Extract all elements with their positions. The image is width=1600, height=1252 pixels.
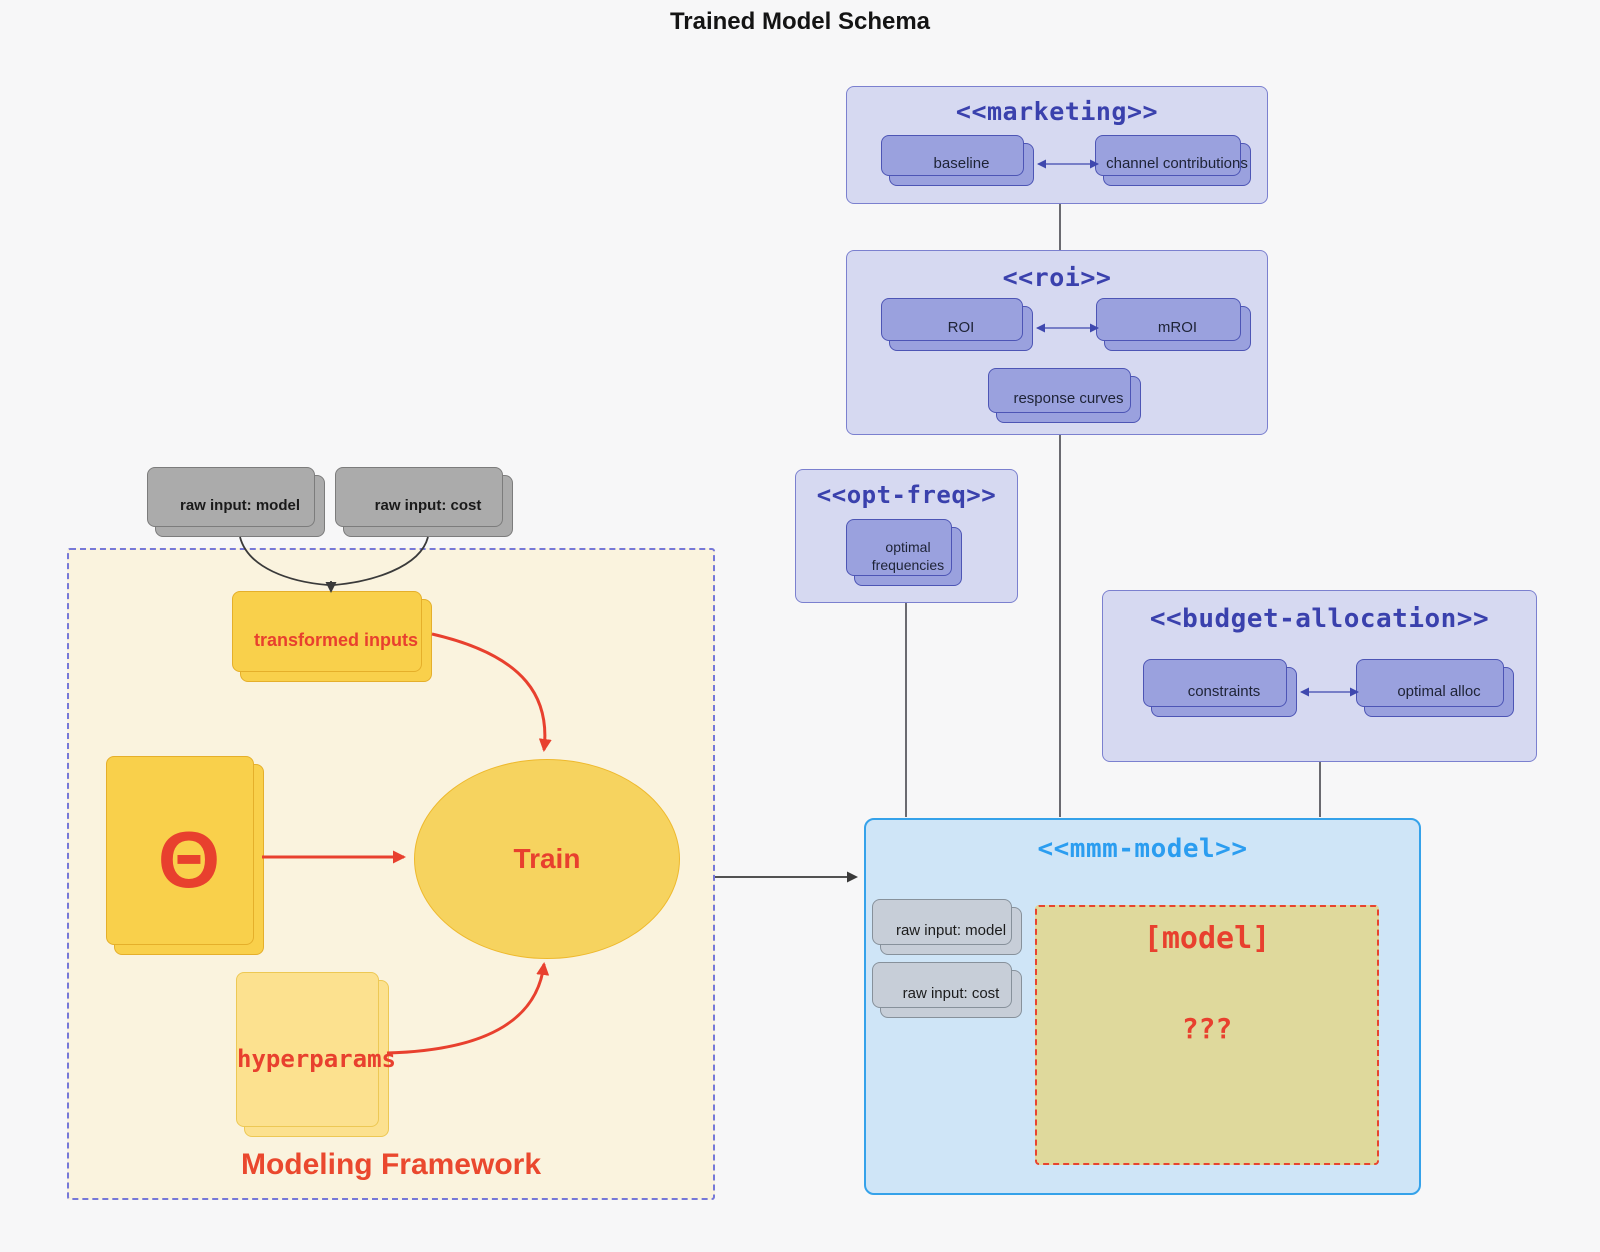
group-marketing: <<marketing>> baseline channel contribut… — [846, 86, 1268, 204]
model-placeholder-title: [model] — [1143, 921, 1271, 956]
modeling-framework-label: Modeling Framework — [240, 1148, 542, 1181]
group-marketing-title: <<marketing>> — [955, 97, 1159, 126]
node-model-placeholder: [model] ??? — [1035, 905, 1379, 1165]
node-raw-input-model: raw input: model — [147, 467, 325, 537]
node-constraints: constraints — [1143, 659, 1297, 717]
page-title: Trained Model Schema — [669, 8, 931, 35]
node-hyperparams: hyperparams — [236, 972, 396, 1137]
group-budget-allocation-title: <<budget-allocation>> — [1149, 604, 1490, 634]
group-opt-freq-title: <<opt-freq>> — [816, 481, 997, 509]
node-mroi: mROI — [1096, 298, 1251, 351]
node-theta: Θ — [106, 756, 264, 955]
group-roi: <<roi>> ROI mROI response curves — [846, 250, 1268, 435]
group-budget-allocation: <<budget-allocation>> constraints optima… — [1102, 590, 1537, 762]
node-roi: ROI — [881, 298, 1033, 351]
group-modeling-framework: transformed inputs Θ Train hyperparams M… — [67, 548, 715, 1200]
node-baseline: baseline — [881, 135, 1034, 186]
node-mmm-raw-input-cost: raw input: cost — [872, 962, 1022, 1018]
model-placeholder-body: ??? — [1181, 1012, 1233, 1045]
node-optimal-frequencies: optimal frequencies — [846, 519, 962, 586]
node-response-curves: response curves — [988, 368, 1141, 423]
node-transformed-inputs: transformed inputs — [232, 591, 432, 682]
node-optimal-alloc: optimal alloc — [1356, 659, 1514, 717]
group-mmm-model-title: <<mmm-model>> — [1037, 834, 1248, 864]
node-channel-contributions: channel contributions — [1095, 135, 1251, 186]
node-train: Train — [414, 759, 680, 959]
node-raw-input-cost: raw input: cost — [335, 467, 513, 537]
group-mmm-model: <<mmm-model>> raw input: model raw input… — [864, 818, 1421, 1195]
node-mmm-raw-input-model: raw input: model — [872, 899, 1022, 955]
group-roi-title: <<roi>> — [1002, 263, 1112, 292]
group-opt-freq: <<opt-freq>> optimal frequencies — [795, 469, 1018, 603]
